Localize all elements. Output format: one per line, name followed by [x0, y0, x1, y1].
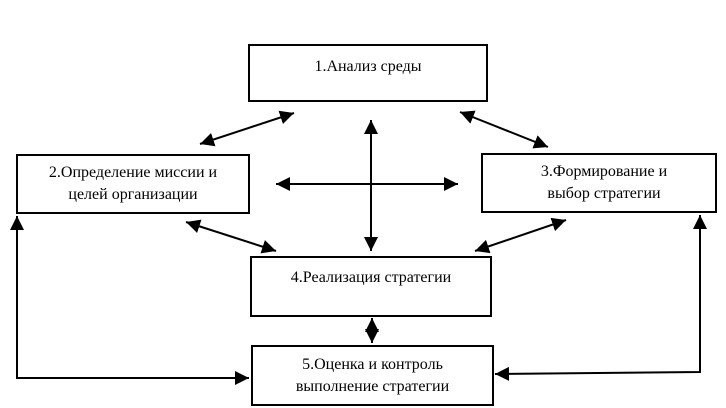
- arrow-b1-b2: [199, 110, 295, 147]
- node-label-line: 3.Формирование и: [540, 163, 668, 180]
- arrow-b3-b5: [494, 215, 707, 381]
- node-mission-definition: 2.Определение миссии и целей организации: [16, 154, 250, 214]
- node-evaluation-control: 5.Оценка и контроль выполнение стратегии: [251, 345, 494, 406]
- arrow-b1-b3: [459, 110, 549, 149]
- arrow-b3-b4: [474, 217, 567, 254]
- node-label-line: выбор стратегии: [547, 185, 661, 202]
- node-label-line: 2.Определение миссии и: [48, 164, 218, 181]
- node-label-line: 4.Реализация стратегии: [290, 269, 452, 286]
- node-label-line: 5.Оценка и контроль: [302, 355, 443, 373]
- node-strategy-implementation: 4.Реализация стратегии: [250, 256, 492, 317]
- arrow-b2-b4: [185, 219, 277, 254]
- node-label-line: целей организации: [68, 186, 198, 203]
- arrow-b2-b5: [10, 216, 249, 385]
- node-label-line: 1.Анализ среды: [314, 58, 422, 75]
- node-label-line: выполнение стратегии: [295, 377, 450, 395]
- node-strategy-formation: 3.Формирование и выбор стратегии: [481, 153, 717, 213]
- node-environment-analysis: 1.Анализ среды: [248, 44, 488, 102]
